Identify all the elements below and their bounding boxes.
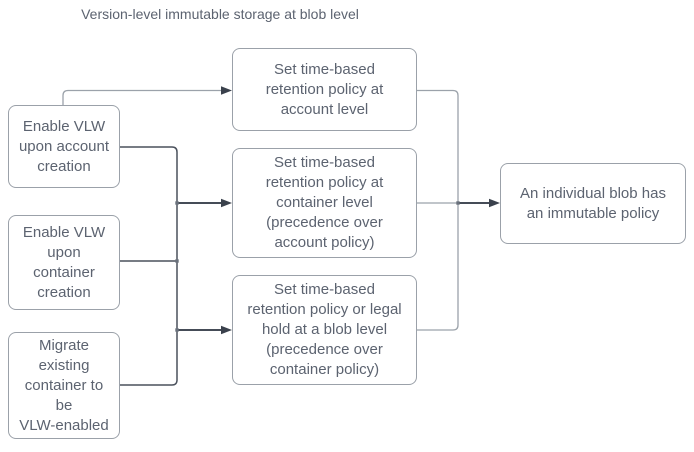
node-enable-vlw-account-label: Enable VLW upon account creation (18, 117, 110, 175)
node-retention-blob-level-label: Set time-based retention policy or legal… (247, 281, 402, 378)
junction-trunk-join (175, 259, 179, 263)
node-blob-immutable-policy-label: An individual blob has an immutable poli… (520, 184, 666, 222)
node-retention-blob-level: Set time-based retention policy or legal… (232, 275, 417, 385)
diagram-title: Version-level immutable storage at blob … (81, 6, 359, 22)
arrowhead-container-policy (221, 198, 232, 208)
node-enable-vlw-container: Enable VLW upon container creation (8, 215, 120, 310)
node-enable-vlw-account: Enable VLW upon account creation (8, 105, 120, 188)
edge-right-trunk (417, 89, 459, 331)
junction-trunk-blob (175, 328, 179, 332)
node-retention-account-level: Set time-based retention policy at accou… (232, 48, 417, 131)
node-enable-vlw-container-label: Enable VLW upon container creation (22, 223, 106, 301)
arrowhead-blob-policy (221, 325, 232, 335)
node-retention-container-level-label: Set time-based retention policy at conta… (265, 154, 384, 251)
edge-left-trunk (120, 146, 178, 386)
edge-account-to-account-policy (62, 89, 221, 105)
junction-right-merge (456, 201, 460, 205)
node-blob-immutable-policy: An individual blob has an immutable poli… (500, 163, 686, 244)
arrowhead-account-policy (221, 86, 232, 95)
node-retention-account-level-label: Set time-based retention policy at accou… (265, 60, 384, 118)
junction-trunk-container (175, 201, 179, 205)
node-migrate-existing-container-label: Migrate existing container to be VLW-ena… (19, 336, 109, 434)
arrowhead-blob-immutable (489, 198, 500, 208)
node-retention-container-level: Set time-based retention policy at conta… (232, 148, 417, 258)
node-migrate-existing-container: Migrate existing container to be VLW-ena… (8, 332, 120, 439)
